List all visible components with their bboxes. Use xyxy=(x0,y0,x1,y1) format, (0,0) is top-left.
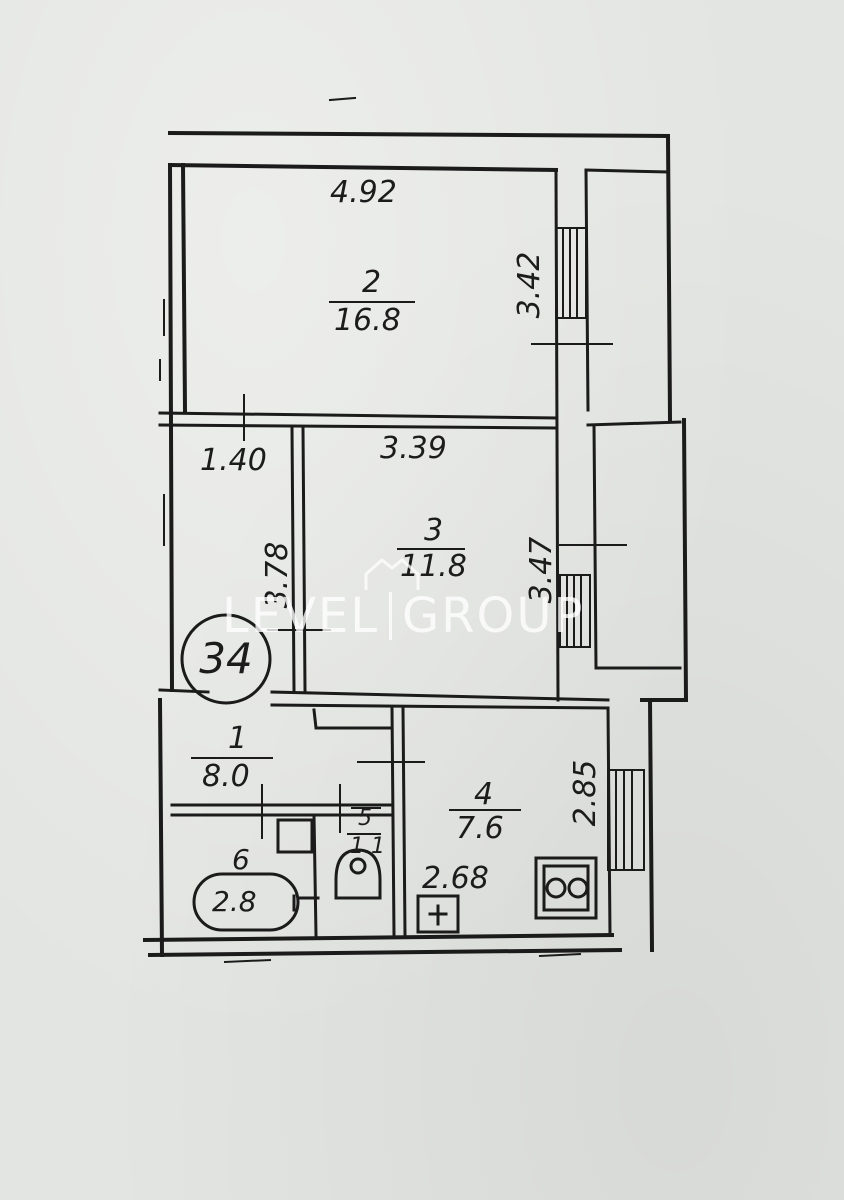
room-3-number: 3 xyxy=(424,513,444,548)
exterior-walls xyxy=(142,130,689,958)
room-2-area: 16.8 xyxy=(334,303,401,338)
window-kitchen xyxy=(607,769,645,871)
room-2-number: 2 xyxy=(362,265,382,300)
room-1-number: 1 xyxy=(228,721,248,756)
riser-column xyxy=(554,168,682,702)
window-right-middle xyxy=(559,574,591,648)
watermark-logo: LEVEL GROUP xyxy=(222,586,622,646)
apartment-number: 34 xyxy=(199,634,253,683)
apartment-number-circle xyxy=(180,613,272,705)
dim-hall-width: 1.40 xyxy=(200,443,267,478)
watermark-left: LEVEL xyxy=(222,588,379,644)
room-5-area: 1.1 xyxy=(350,834,385,859)
toilet-icon xyxy=(276,818,382,900)
wall-stubs xyxy=(159,299,165,546)
dim-room2-width: 4.92 xyxy=(330,175,397,210)
label-bars xyxy=(191,301,521,835)
room-4-number: 4 xyxy=(474,777,494,812)
dimension-ticks xyxy=(223,96,627,964)
room-1-area: 8.0 xyxy=(202,759,250,794)
room-4-area: 7.6 xyxy=(456,811,504,846)
watermark-divider xyxy=(388,592,392,640)
dim-room3-width: 3.39 xyxy=(380,431,447,466)
room-6-number: 6 xyxy=(232,843,250,876)
dim-kitchen-depth: 2.85 xyxy=(568,759,603,827)
room-6-area: 2.8 xyxy=(212,885,257,918)
room-5-number: 5 xyxy=(358,806,372,831)
interior-walls xyxy=(158,411,612,937)
window-right-top xyxy=(555,227,587,319)
stove-icon xyxy=(534,856,598,920)
bathtub-icon xyxy=(192,872,320,932)
sink-icon xyxy=(416,894,460,934)
dim-room2-depth: 3.42 xyxy=(512,251,547,319)
watermark-right: GROUP xyxy=(401,588,585,644)
watermark-house-icon xyxy=(364,558,420,590)
dim-kitchen-width: 2.68 xyxy=(422,861,489,896)
